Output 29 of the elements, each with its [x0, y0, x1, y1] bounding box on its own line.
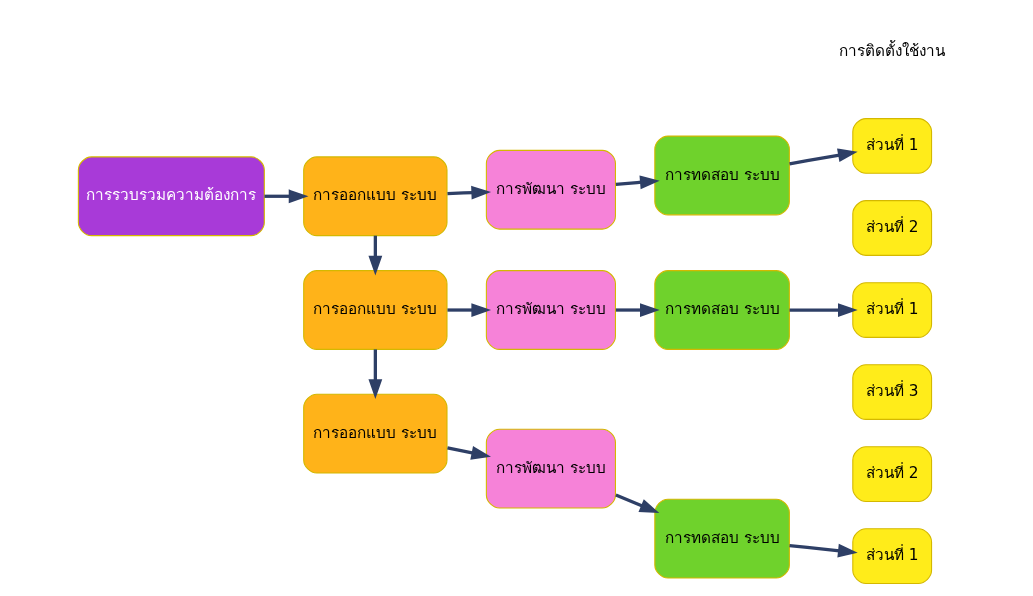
label: การติดตั้งใช้งาน	[838, 41, 945, 60]
arrow	[367, 349, 382, 399]
node-box: การพัฒนา ระบบ	[485, 149, 616, 230]
node-box: การทดสอบ ระบบ	[653, 270, 790, 350]
node-box: การทดสอบ ระบบ	[653, 135, 790, 216]
node-box: การออกแบบ ระบบ	[302, 393, 448, 474]
node-box: ส่วนที่ 3	[851, 364, 932, 420]
node-box: ส่วนที่ 1	[851, 528, 932, 585]
arrow	[446, 185, 491, 200]
node-box: การออกแบบ ระบบ	[302, 156, 448, 237]
node-box: การพัฒนา ระบบ	[485, 428, 616, 509]
arrow	[788, 148, 858, 166]
arrow	[264, 189, 308, 204]
node-box: การพัฒนา ระบบ	[485, 270, 616, 350]
node-box: ส่วนที่ 2	[851, 446, 932, 502]
node-box: การทดสอบ ระบบ	[653, 498, 790, 579]
arrow	[788, 543, 858, 558]
arrow	[446, 303, 491, 317]
arrow	[789, 303, 858, 317]
node-box: การรวบรวมความต้องการ	[77, 156, 265, 237]
node-box: ส่วนที่ 1	[851, 282, 932, 338]
arrow	[614, 493, 659, 514]
node-box: การออกแบบ ระบบ	[302, 270, 448, 350]
arrow	[615, 175, 660, 190]
node-box: ส่วนที่ 1	[851, 118, 932, 174]
arrow	[367, 235, 382, 276]
arrow	[615, 303, 660, 317]
arrow	[446, 446, 491, 460]
node-box: ส่วนที่ 2	[851, 200, 932, 256]
